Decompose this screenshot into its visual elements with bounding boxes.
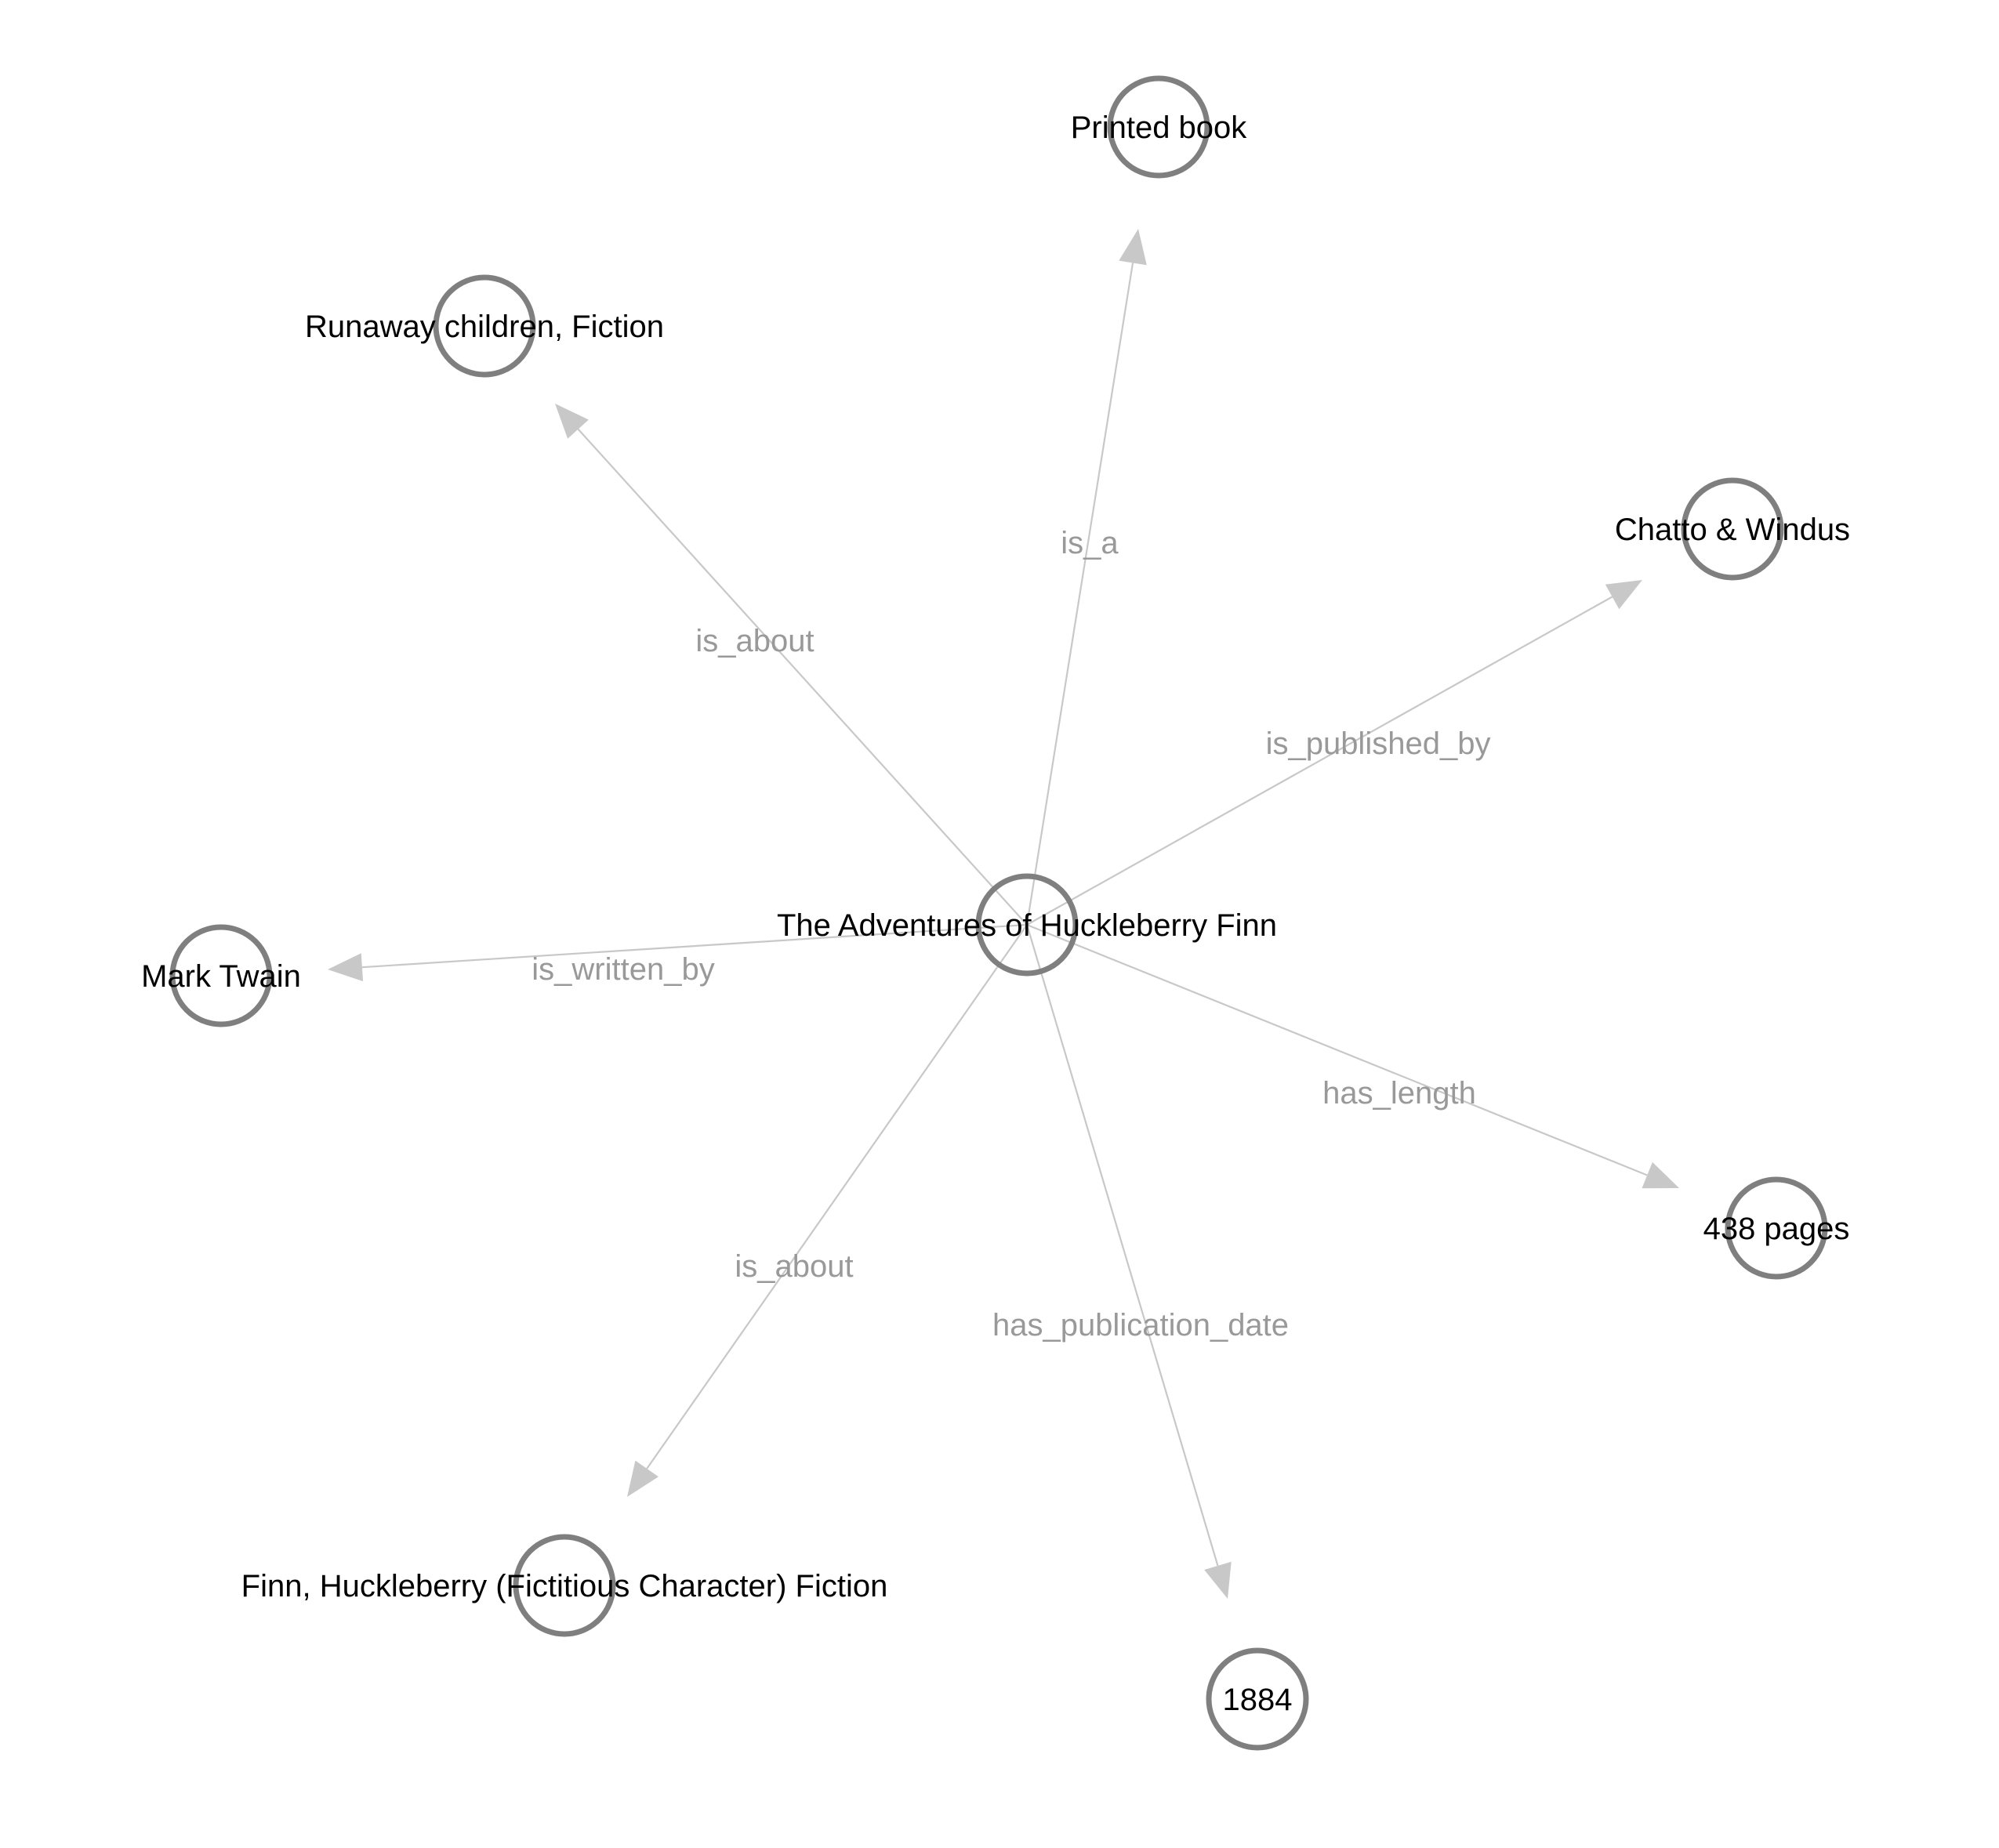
edge-label-has-publication-date: has_publication_date bbox=[992, 1308, 1289, 1343]
node-label: 438 pages bbox=[1703, 1212, 1850, 1246]
arrowhead-is-about-1 bbox=[555, 404, 589, 439]
arrowhead-has-length bbox=[1642, 1161, 1679, 1189]
node-circle[interactable] bbox=[513, 1534, 616, 1637]
arrowhead-is-published-by bbox=[1605, 580, 1642, 610]
node-label: Finn, Huckleberry (Fictitious Character)… bbox=[241, 1569, 888, 1603]
arrowhead-has-publication-date bbox=[1204, 1561, 1232, 1599]
node-circle[interactable] bbox=[433, 274, 536, 378]
node-circle[interactable] bbox=[975, 873, 1079, 977]
edge-has-length bbox=[1026, 923, 1648, 1176]
arrowhead-is-written-by bbox=[328, 953, 364, 982]
edge-labels-layer: is_a is_about is_published_by is_written_by… bbox=[531, 526, 1490, 1343]
node-label: Chatto & Windus bbox=[1615, 513, 1850, 547]
node-438-pages[interactable]: 438 pages bbox=[1703, 1176, 1850, 1280]
edge-is-about-1 bbox=[577, 428, 1028, 926]
edge-is-a bbox=[1025, 263, 1134, 926]
node-label: Printed book bbox=[1071, 111, 1248, 145]
node-label: Mark Twain bbox=[141, 959, 301, 994]
node-label: Runaway children, Fiction bbox=[305, 310, 664, 344]
node-circle[interactable] bbox=[169, 924, 273, 1027]
edge-label-has-length: has_length bbox=[1322, 1076, 1476, 1111]
edge-has-publication-date bbox=[1025, 924, 1219, 1567]
node-the-adventures-of-huckleberry-finn[interactable]: The Adventures of Huckleberry Finn bbox=[777, 873, 1277, 977]
node-label: The Adventures of Huckleberry Finn bbox=[777, 908, 1277, 943]
node-chatto-windus[interactable]: Chatto & Windus bbox=[1615, 477, 1850, 581]
edge-label-is-about-2: is_about bbox=[735, 1249, 853, 1284]
edge-is-about-2 bbox=[646, 924, 1028, 1469]
node-circle[interactable] bbox=[1206, 1647, 1309, 1751]
edge-is-written-by bbox=[361, 923, 1028, 969]
node-runaway-children-fiction[interactable]: Runaway children, Fiction bbox=[305, 274, 664, 378]
edges-layer bbox=[328, 229, 1679, 1599]
node-printed-book[interactable]: Printed book bbox=[1071, 75, 1248, 179]
node-mark-twain[interactable]: Mark Twain bbox=[141, 924, 301, 1027]
node-label: 1884 bbox=[1223, 1683, 1293, 1717]
node-circle[interactable] bbox=[1107, 75, 1210, 179]
edge-label-is-written-by: is_written_by bbox=[531, 952, 714, 987]
node-circle[interactable] bbox=[1681, 477, 1784, 581]
arrowhead-is-a bbox=[1119, 229, 1147, 266]
edge-label-is-about-1: is_about bbox=[695, 624, 814, 658]
node-finn-huckleberry-fictitious-character-fiction[interactable]: Finn, Huckleberry (Fictitious Character)… bbox=[241, 1534, 888, 1637]
edge-is-published-by bbox=[1026, 596, 1613, 926]
arrowhead-is-about-2 bbox=[627, 1460, 658, 1497]
edge-label-is-a: is_a bbox=[1061, 526, 1119, 560]
node-circle[interactable] bbox=[1725, 1176, 1828, 1280]
node-1884[interactable]: 1884 bbox=[1206, 1647, 1309, 1751]
nodes-layer: The Adventures of Huckleberry Finn Printe… bbox=[141, 75, 1850, 1751]
edge-label-is-published-by: is_published_by bbox=[1266, 727, 1491, 761]
